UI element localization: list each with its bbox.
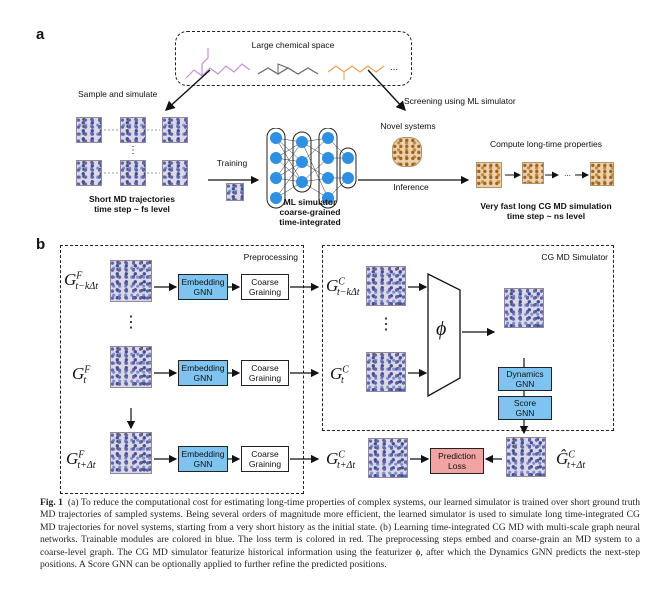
g-c-t: GCt bbox=[330, 364, 349, 387]
figure-caption: Fig. 1 (a) To reduce the computational c… bbox=[40, 497, 640, 571]
training-label: Training bbox=[216, 158, 248, 168]
preprocessing-box bbox=[60, 245, 304, 494]
md-vdots: ⋮ bbox=[128, 145, 138, 156]
panel-a-letter: a bbox=[36, 26, 45, 43]
caption-text: (a) To reduce the computational cost for… bbox=[40, 497, 641, 571]
g-hat-c-t-plus: ĜCt+Δt bbox=[556, 449, 586, 472]
ml-sim-line2: coarse-grained bbox=[279, 207, 341, 217]
novel-systems-label: Novel systems bbox=[380, 121, 436, 131]
md-box-6 bbox=[162, 160, 188, 186]
md-box-5 bbox=[120, 160, 146, 186]
md-box-3 bbox=[162, 117, 188, 143]
cg-cube-3 bbox=[368, 438, 408, 478]
predicted-next-cube bbox=[506, 437, 546, 477]
predicted-cube bbox=[504, 288, 544, 328]
cg-box-1 bbox=[476, 162, 502, 188]
ml-sim-line3: time-integrated bbox=[279, 217, 341, 227]
fg-cube-1 bbox=[110, 260, 152, 302]
g-c-t-minus-k: GCt−kΔt bbox=[326, 276, 360, 299]
svg-text:...: ... bbox=[390, 62, 398, 73]
md-box-4 bbox=[76, 160, 102, 186]
ml-sim-line1: ML simulator bbox=[283, 197, 337, 207]
compute-long-label: Compute long-time properties bbox=[490, 139, 602, 149]
short-md-line1: Short MD trajectories bbox=[89, 194, 175, 204]
screening-label: Screening using ML simulator bbox=[404, 96, 516, 106]
panel-a-arrows bbox=[104, 69, 589, 185]
cg-vdots: ⋮ bbox=[378, 316, 394, 333]
caption-label: Fig. 1 bbox=[40, 497, 63, 508]
cg-ellipsis: ... bbox=[563, 168, 572, 178]
training-box bbox=[226, 183, 244, 201]
g-f-t: GFt bbox=[72, 364, 91, 387]
md-box-1 bbox=[76, 117, 102, 143]
inference-label: Inference bbox=[393, 182, 429, 192]
phi-featurizer-label: ϕ bbox=[436, 318, 447, 340]
g-f-t-plus: GFt+Δt bbox=[66, 449, 96, 472]
panel-b-arrows bbox=[126, 272, 529, 464]
fg-vdots: ⋮ bbox=[123, 314, 139, 331]
fast-long-line2: time step ~ ns level bbox=[506, 211, 586, 221]
fast-long-line1: Very fast long CG MD simulation bbox=[480, 201, 612, 211]
cg-cube-2 bbox=[366, 352, 406, 392]
cg-cube-1 bbox=[366, 266, 406, 306]
cg-md-simulator-box bbox=[322, 245, 614, 431]
fg-cube-2 bbox=[110, 346, 152, 388]
chemical-space-box bbox=[175, 31, 412, 86]
chemical-space-label: Large chemical space bbox=[251, 40, 335, 50]
short-md-line2: time step ~ fs level bbox=[94, 204, 170, 214]
g-c-t-plus: GCt+Δt bbox=[326, 449, 356, 472]
g-f-t-minus-k: GFt−kΔt bbox=[64, 270, 99, 293]
preprocessing-label: Preprocessing bbox=[243, 252, 298, 262]
cg-box-3 bbox=[590, 162, 614, 186]
panel-b-letter: b bbox=[36, 236, 46, 253]
md-box-2 bbox=[120, 117, 146, 143]
sample-simulate-label: Sample and simulate bbox=[78, 89, 158, 99]
ml-simulator-network bbox=[266, 128, 357, 209]
cg-md-simulator-label: CG MD Simulator bbox=[541, 252, 608, 262]
fg-cube-3 bbox=[110, 432, 152, 474]
molecule-chains: ... bbox=[185, 48, 398, 80]
cg-box-2 bbox=[522, 162, 544, 184]
novel-system-blob bbox=[392, 137, 422, 167]
